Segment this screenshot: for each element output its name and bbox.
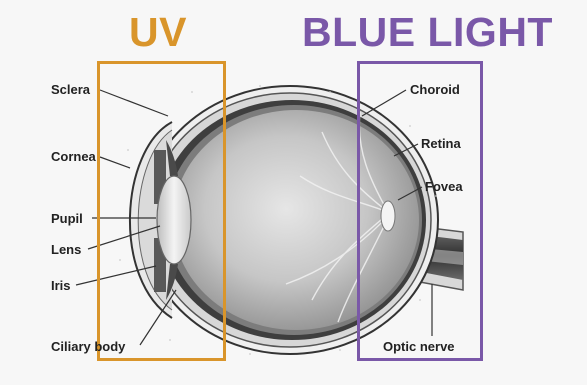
label-retina: Retina [421, 137, 461, 150]
uv-region-frame [97, 61, 226, 361]
label-sclera: Sclera [51, 83, 90, 96]
label-fovea: Fovea [425, 180, 463, 193]
blue-light-heading: BLUE LIGHT [302, 12, 553, 53]
label-lens: Lens [51, 243, 81, 256]
label-iris: Iris [51, 279, 71, 292]
label-optic-nerve: Optic nerve [383, 340, 455, 353]
blue-light-region-frame [357, 61, 483, 361]
uv-heading: UV [129, 12, 187, 53]
label-cornea: Cornea [51, 150, 96, 163]
label-ciliary-body: Ciliary body [51, 340, 125, 353]
label-choroid: Choroid [410, 83, 460, 96]
label-pupil: Pupil [51, 212, 83, 225]
